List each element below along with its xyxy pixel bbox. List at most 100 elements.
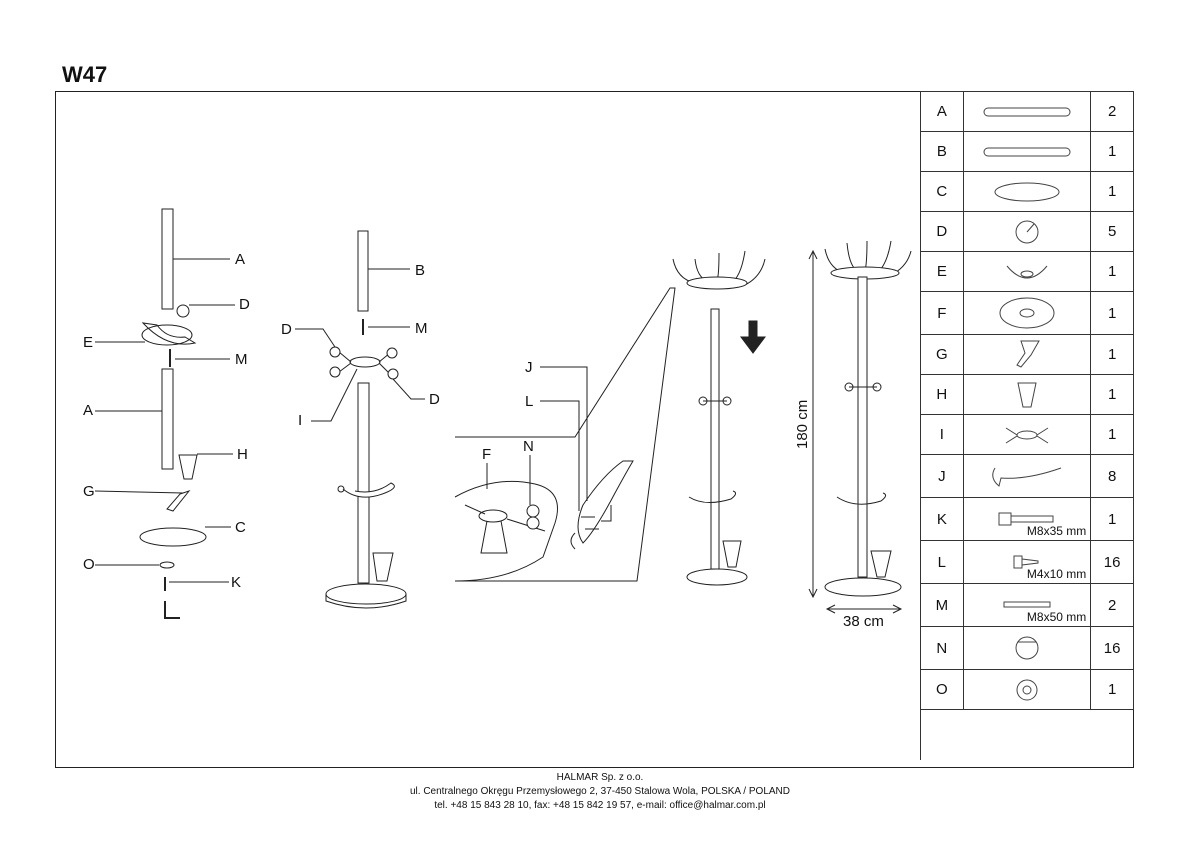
leader-g: [94, 490, 184, 494]
base-2: [325, 583, 407, 605]
part-picture: [962, 626, 1092, 670]
label-f: F: [482, 446, 491, 463]
leader-d3: [392, 378, 425, 400]
part-picture: [962, 374, 1092, 415]
part-quantity: 1: [1090, 374, 1134, 415]
detail-callout: [455, 287, 676, 582]
part-letter: N: [920, 626, 964, 670]
ball-knob-icon: [964, 218, 1091, 246]
part-letter: A: [920, 91, 964, 132]
cone-holder-icon: [964, 337, 1091, 373]
assembly-diagram: A D E M A H G C O K B: [83, 208, 912, 630]
label-g: G: [83, 483, 95, 500]
step-2-hub-assembly: B M D D I: [281, 230, 440, 609]
cap-n-1: [526, 504, 540, 518]
part-picture: [962, 171, 1092, 212]
washer-o: [159, 561, 175, 569]
label-d1: D: [239, 296, 250, 313]
label-a1: A: [235, 251, 245, 268]
part-picture: [962, 334, 1092, 375]
hub-i: [349, 356, 381, 368]
cone-holder-g: [166, 489, 191, 512]
part-letter: F: [920, 291, 964, 335]
part-picture: [962, 211, 1092, 252]
part-picture: [962, 131, 1092, 172]
ring-holder-e-top: [141, 324, 193, 346]
model-title: W47: [62, 62, 108, 87]
part-spec: M8x50 mm: [1026, 610, 1087, 624]
part-letter: G: [920, 334, 964, 375]
label-m2: M: [415, 320, 428, 337]
part-letter: E: [920, 251, 964, 292]
step-1-exploded-view: A D E M A H G C O K: [83, 208, 250, 619]
part-quantity: 1: [1090, 291, 1134, 335]
part-quantity: 16: [1090, 626, 1134, 670]
part-letter: H: [920, 374, 964, 415]
tube-icon: [964, 145, 1091, 159]
part-quantity: 1: [1090, 131, 1134, 172]
part-picture: [962, 291, 1092, 335]
part-quantity: 1: [1090, 669, 1134, 710]
part-picture: M4x10 mm: [962, 540, 1092, 584]
footer-address: ul. Centralnego Okręgu Przemysłowego 2, …: [409, 786, 790, 797]
leader-j: [540, 366, 588, 501]
hook-icon: [964, 462, 1091, 490]
label-c: C: [235, 519, 246, 536]
part-letter: K: [920, 497, 964, 541]
part-picture: [962, 91, 1092, 132]
part-quantity: 2: [1090, 91, 1134, 132]
tube-a-lower: [161, 368, 174, 470]
part-spec: M8x35 mm: [1026, 524, 1087, 538]
stand-pole-5: [857, 276, 868, 578]
label-d3: D: [429, 391, 440, 408]
leader-i: [311, 368, 358, 422]
width-dimension-label: 38 cm: [843, 613, 884, 630]
footer-company: HALMAR Sp. z o.o.: [556, 772, 644, 783]
leader-d2: [295, 328, 336, 348]
part-quantity: 1: [1090, 251, 1134, 292]
threaded-rod-icon: [964, 600, 1091, 610]
ring-holder-e: [141, 322, 197, 345]
ball-d5: [387, 368, 399, 380]
part-quantity: 2: [1090, 583, 1134, 627]
part-picture: [962, 251, 1092, 292]
cup-holder-2: [372, 552, 394, 582]
parts-row: N 16: [920, 626, 1134, 670]
part-letter: B: [920, 131, 964, 172]
cap-icon: [964, 633, 1091, 663]
part-quantity: 8: [1090, 454, 1134, 498]
part-letter: D: [920, 211, 964, 252]
stand-pole-2: [357, 382, 370, 584]
screwdriver-l: [601, 505, 612, 522]
label-e: E: [83, 334, 93, 351]
drawing-frame: [55, 91, 1134, 768]
base-frame-f: [454, 480, 558, 582]
ball-d1: [176, 304, 190, 318]
footer-contact: tel. +48 15 843 28 10, fax: +48 15 842 1…: [434, 800, 766, 811]
part-quantity: 5: [1090, 211, 1134, 252]
part-spec: M4x10 mm: [1026, 567, 1087, 581]
ring-holder-icon: [964, 260, 1091, 284]
stand-pole-4: [710, 308, 720, 570]
part-quantity: 1: [1090, 497, 1134, 541]
step-4-hooks-installed: [672, 250, 766, 586]
ball-d4: [329, 366, 341, 378]
label-n: N: [523, 438, 534, 455]
part-quantity: 1: [1090, 334, 1134, 375]
leader-l: [540, 400, 580, 511]
base-disc-icon: [964, 180, 1091, 204]
parts-table-empty-row: [920, 709, 1134, 760]
base-disc-c: [139, 527, 207, 547]
